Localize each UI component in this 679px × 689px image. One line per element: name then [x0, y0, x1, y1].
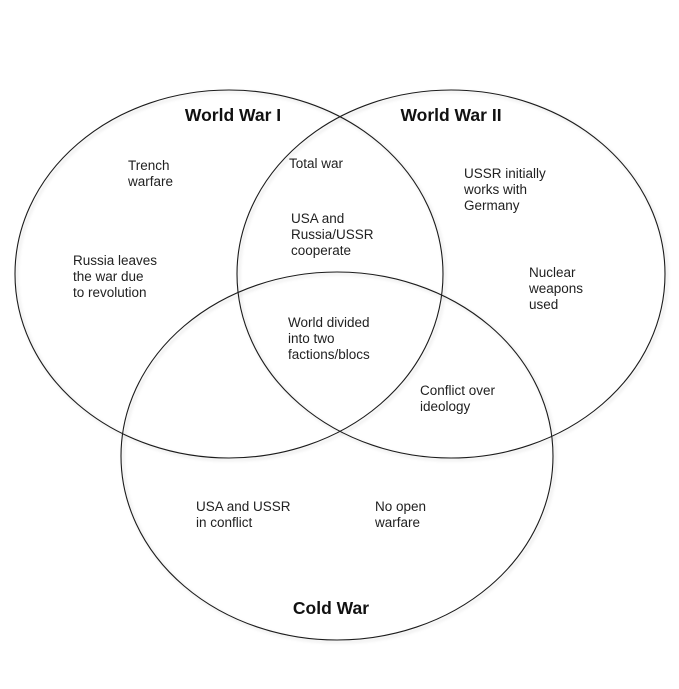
label-total-war: Total war: [289, 156, 344, 171]
title-world-war-2: World War II: [400, 105, 502, 125]
title-cold-war: Cold War: [292, 598, 370, 618]
label-russia-leaves: Russia leaves the war due to revolution: [73, 253, 158, 301]
circle-world-war-1: [14, 89, 444, 459]
label-nuclear-weapons: Nuclear weapons used: [529, 265, 584, 313]
label-conflict-ideology: Conflict over ideology: [420, 383, 496, 415]
title-world-war-1: World War I: [184, 105, 282, 125]
circle-cold-war: [120, 271, 554, 641]
label-no-open-warfare: No open warfare: [375, 499, 427, 531]
circle-world-war-2: [236, 89, 666, 459]
label-ussr-germany: USSR initially works with Germany: [464, 166, 546, 214]
label-world-divided: World divided into two factions/blocs: [288, 315, 370, 363]
label-trench-warfare: Trench warfare: [128, 158, 174, 190]
label-usa-russia-cooperate: USA and Russia/USSR cooperate: [291, 211, 374, 259]
label-usa-ussr-conflict: USA and USSR in conflict: [196, 499, 291, 531]
